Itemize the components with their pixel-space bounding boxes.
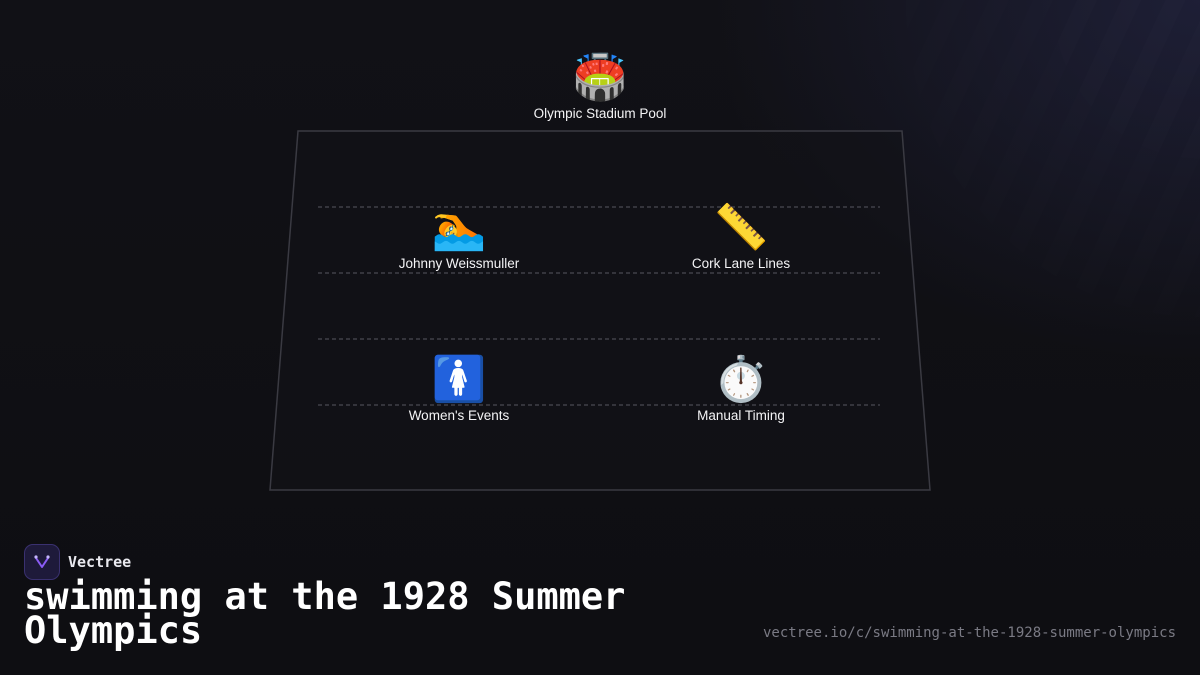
brand[interactable]: Vectree: [24, 544, 131, 580]
root-node: 🏟️ Olympic Stadium Pool: [490, 52, 710, 122]
item-label: Manual Timing: [697, 408, 785, 423]
brand-name: Vectree: [68, 553, 132, 571]
womens-icon: 🚺: [431, 354, 487, 405]
item-node: 🏊 Johnny Weissmuller: [349, 202, 569, 272]
item-node: 🚺 Women's Events: [349, 354, 569, 424]
item-node: 📏 Cork Lane Lines: [631, 202, 851, 272]
item-label: Cork Lane Lines: [691, 256, 791, 271]
ruler-icon: 📏: [713, 202, 769, 253]
stopwatch-icon: ⏱️: [713, 354, 769, 405]
vectree-logo-icon: [24, 544, 60, 580]
page-url[interactable]: vectree.io/c/swimming-at-the-1928-summer…: [762, 625, 1176, 641]
item-node: ⏱️ Manual Timing: [631, 354, 851, 424]
item-label: Johnny Weissmuller: [398, 256, 520, 271]
swimmer-icon: 🏊: [431, 202, 487, 253]
pool-outline: [269, 130, 931, 491]
page-title: swimming at the 1928 Summer Olympics: [24, 575, 626, 652]
vectree-logo-mark: [34, 555, 50, 568]
root-label: Olympic Stadium Pool: [533, 106, 667, 121]
stadium-icon: 🏟️: [572, 52, 628, 103]
item-label: Women's Events: [408, 408, 510, 423]
